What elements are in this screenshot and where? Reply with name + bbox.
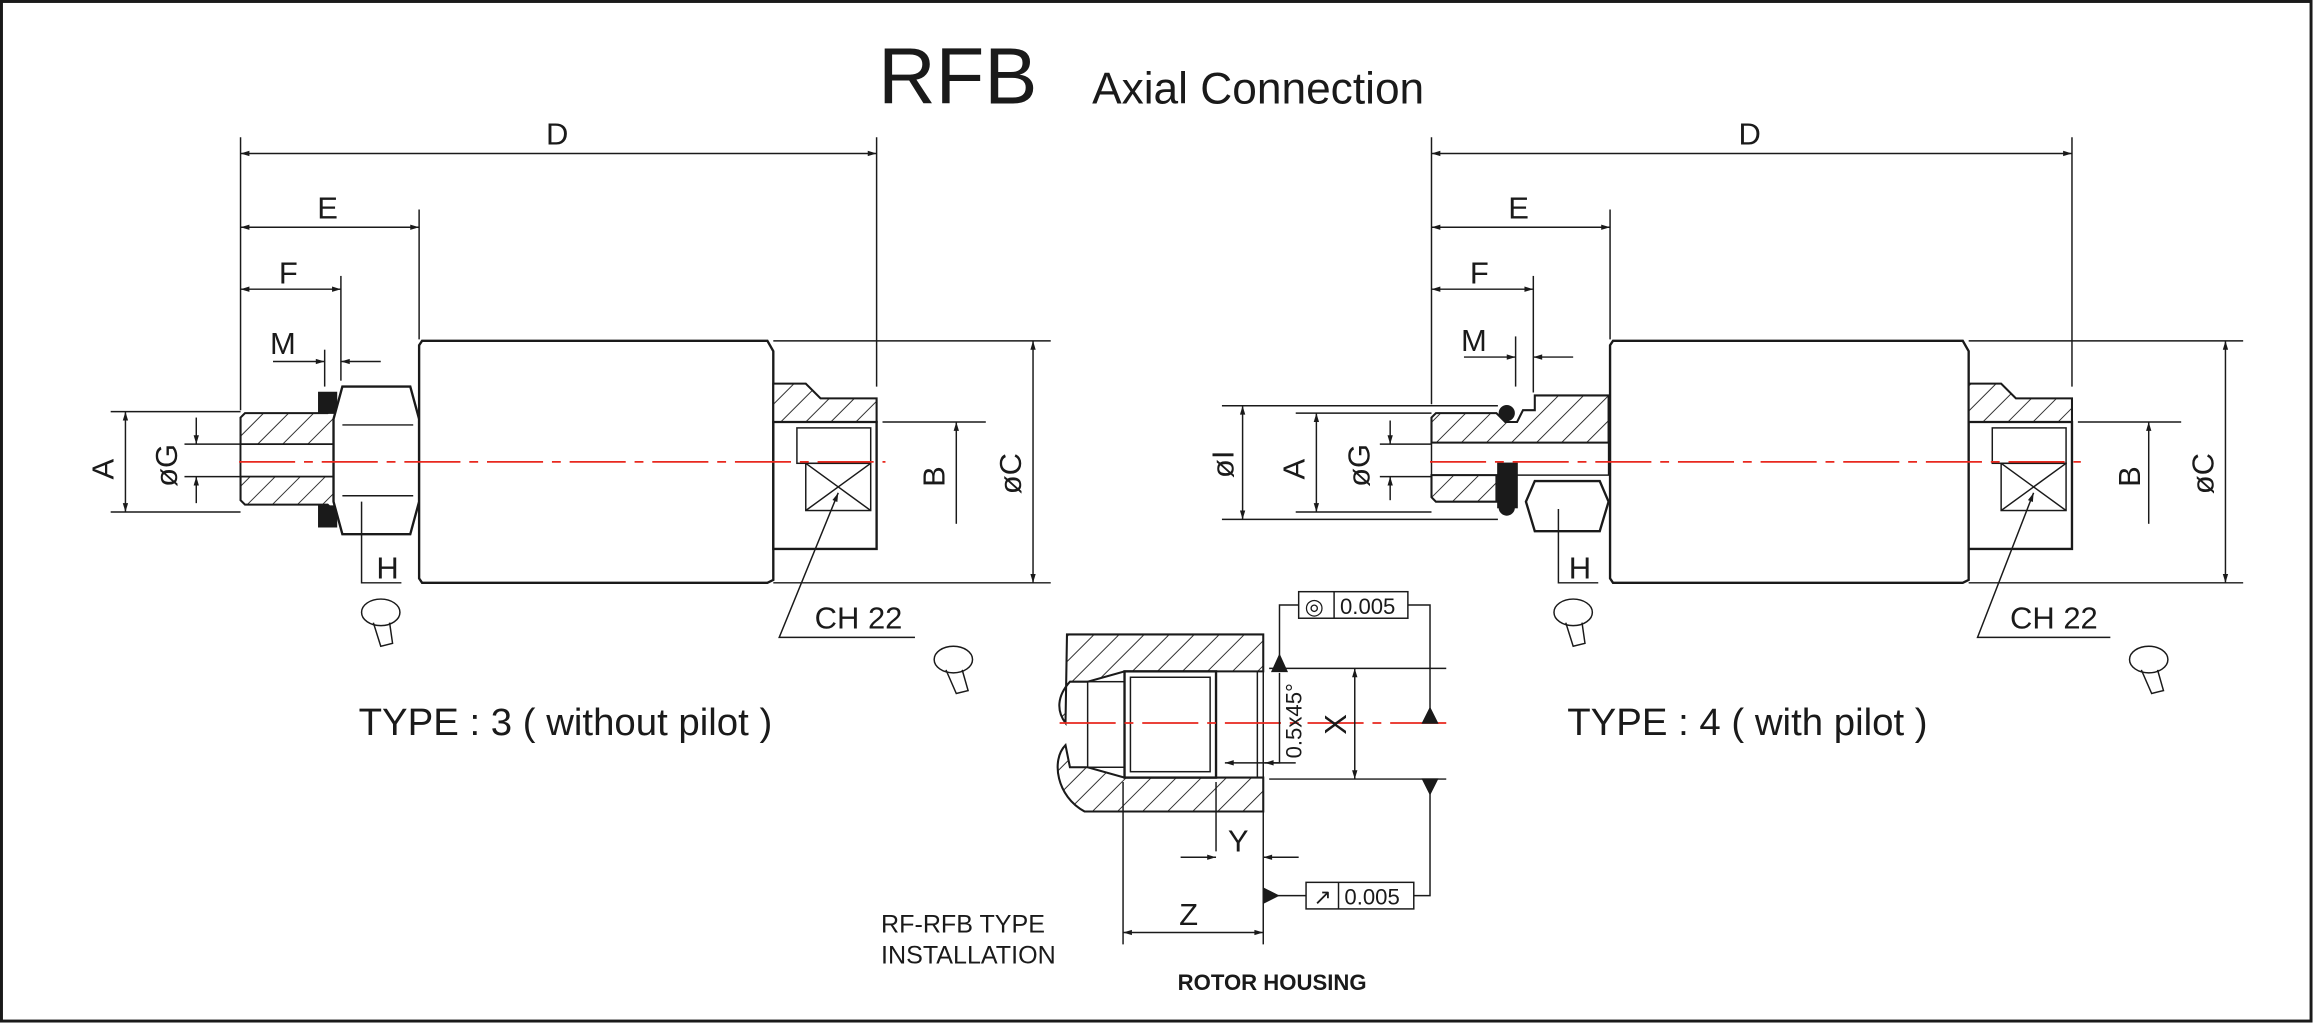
type4-wrench-label: CH 22 xyxy=(2010,601,2098,636)
type3-dim-F: F xyxy=(279,255,298,290)
type4-dim-G: øG xyxy=(1342,444,1377,487)
title-subtitle: Axial Connection xyxy=(1092,64,1424,113)
wrench-icon xyxy=(933,645,974,695)
type3-dim-M: M xyxy=(270,326,296,361)
runout-icon: ↗ xyxy=(1313,884,1332,909)
type4-dim-B: B xyxy=(2112,466,2147,487)
type4-dim-I: øI xyxy=(1206,451,1241,479)
type4-dim-F: F xyxy=(1470,255,1489,290)
type4-dim-E: E xyxy=(1508,190,1529,225)
installation-label-line1: RF-RFB TYPE xyxy=(881,911,1045,939)
type3-caption: TYPE : 3 ( without pilot ) xyxy=(359,701,773,744)
type4-dim-C: øC xyxy=(2186,453,2221,494)
type3-wrench-label: CH 22 xyxy=(815,601,903,636)
type3-dim-E: E xyxy=(317,190,338,225)
rotor-housing-label: ROTOR HOUSING xyxy=(1178,970,1367,995)
wrench-icon xyxy=(1553,598,1594,648)
wrench-icon xyxy=(2128,645,2169,695)
type4-caption: TYPE : 4 ( with pilot ) xyxy=(1567,701,1927,744)
type4-dim-A: A xyxy=(1277,459,1312,480)
wrench-icon xyxy=(360,598,401,648)
concentricity-icon: ◎ xyxy=(1305,594,1324,619)
installation-dim-Y: Y xyxy=(1228,823,1249,858)
installation-dim-Z: Z xyxy=(1179,897,1198,932)
type3-dim-B: B xyxy=(916,466,951,487)
type3-dim-C: øC xyxy=(993,453,1028,494)
type3-dim-D: D xyxy=(546,117,568,152)
type4-dim-H: H xyxy=(1569,550,1591,585)
installation-chamfer: 0.5x45° xyxy=(1282,683,1307,758)
type3-dim-H: H xyxy=(376,550,398,585)
type3-drawing: D E F M A xyxy=(86,117,1051,744)
tolerance-value-concentricity: 0.005 xyxy=(1340,594,1395,619)
installation-label-line2: INSTALLATION xyxy=(881,942,1056,970)
title-main: RFB xyxy=(878,31,1037,120)
type4-drawing: D E F M øI A xyxy=(1206,117,2244,744)
type4-dim-M: M xyxy=(1461,323,1487,358)
type4-dim-D: D xyxy=(1738,117,1760,152)
installation-dim-X: X xyxy=(1318,714,1353,735)
type3-dim-A: A xyxy=(86,459,121,480)
type3-dim-G: øG xyxy=(149,444,184,487)
installation-drawing: X 0.5x45° ◎ 0.005 ↗ 0.005 Y Z RF-RFB T xyxy=(881,590,1447,995)
tolerance-value-runout: 0.005 xyxy=(1344,884,1399,909)
